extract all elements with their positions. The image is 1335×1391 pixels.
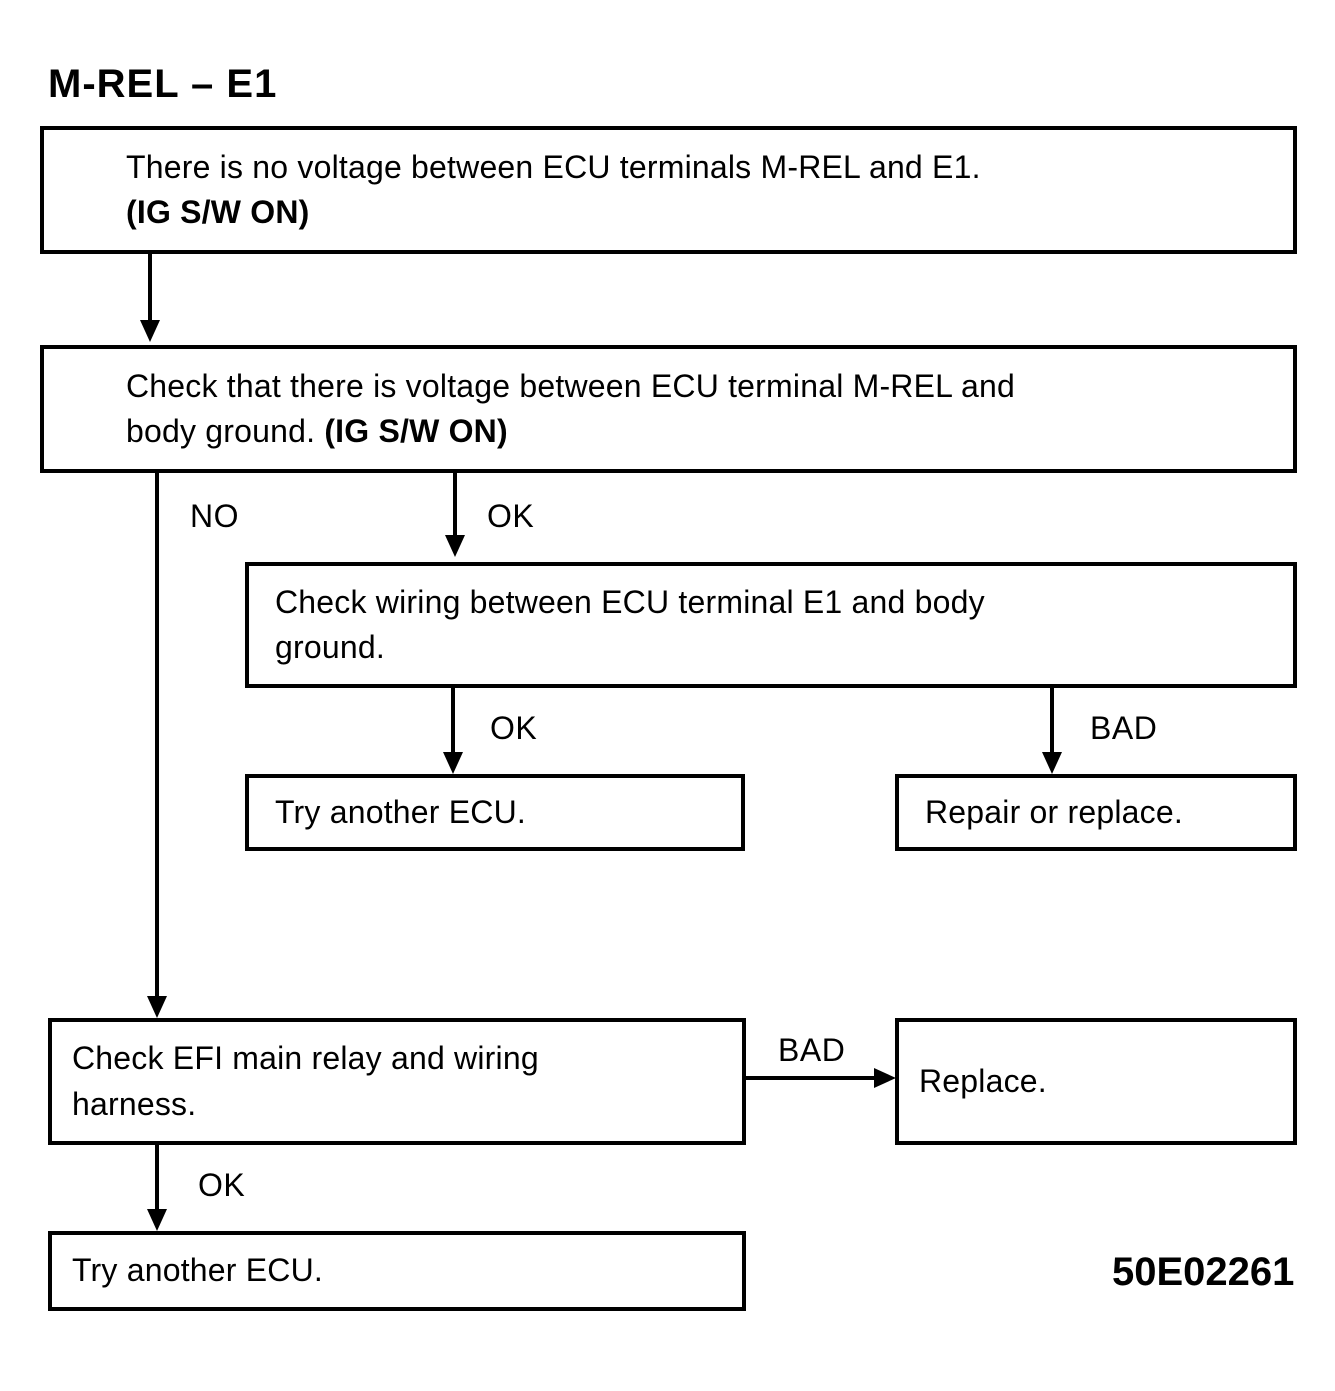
node-symptom-line1: There is no voltage between ECU terminal… [126,148,981,185]
edge-label-e1-ok: OK [490,710,538,746]
node-symptom: There is no voltage between ECU terminal… [40,126,1297,254]
arrowhead-efi-bad [874,1068,896,1088]
node-replace: Replace. [895,1018,1297,1145]
node-check-efi-line2: harness. [72,1085,197,1122]
connector-e1-ok [451,688,455,754]
node-try-another-ecu-mid: Try another ECU. [245,774,745,851]
node-check-mrel-line2: body ground. [126,413,325,449]
node-check-e1-line1: Check wiring between ECU terminal E1 and… [275,583,985,620]
arrowhead-e1-ok [443,752,463,774]
connector-symptom-to-check [148,254,152,324]
edge-label-e1-bad: BAD [1090,710,1158,746]
node-check-efi-line1: Check EFI main relay and wiring [72,1040,539,1077]
node-repair-or-replace: Repair or replace. [895,774,1297,851]
node-check-efi-relay: Check EFI main relay and wiring harness. [48,1018,746,1145]
node-check-e1-line2: ground. [275,629,385,665]
node-try-another-ecu-bottom: Try another ECU. [48,1231,746,1311]
arrowhead-e1-bad [1042,752,1062,774]
node-try-another-ecu-bottom-text: Try another ECU. [72,1252,323,1289]
edge-label-no: NO [190,498,239,534]
edge-label-efi-ok: OK [198,1167,246,1203]
node-repair-or-replace-text: Repair or replace. [925,793,1183,830]
page-title: M-REL – E1 [48,62,278,106]
node-try-another-ecu-mid-text: Try another ECU. [275,793,526,830]
connector-efi-bad [746,1076,878,1080]
node-check-mrel-voltage: Check that there is voltage between ECU … [40,345,1297,473]
arrowhead-symptom-to-check [140,320,160,342]
arrowhead-check-ok [445,535,465,557]
connector-e1-bad [1050,688,1054,754]
node-check-e1-wiring: Check wiring between ECU terminal E1 and… [245,562,1297,688]
figure-id: 50E02261 [1112,1250,1295,1294]
node-check-mrel-line2-bold: (IG S/W ON) [324,413,508,449]
edge-label-check-ok: OK [487,498,535,534]
node-check-mrel-line1: Check that there is voltage between ECU … [126,367,1016,404]
connector-check-ok [453,473,457,537]
edge-label-efi-bad: BAD [778,1032,846,1068]
connector-no-branch [155,473,159,998]
node-symptom-line2: (IG S/W ON) [126,194,310,230]
connector-efi-ok [155,1145,159,1211]
arrowhead-efi-ok [147,1209,167,1231]
node-replace-text: Replace. [919,1062,1047,1099]
arrowhead-no-branch [147,996,167,1018]
